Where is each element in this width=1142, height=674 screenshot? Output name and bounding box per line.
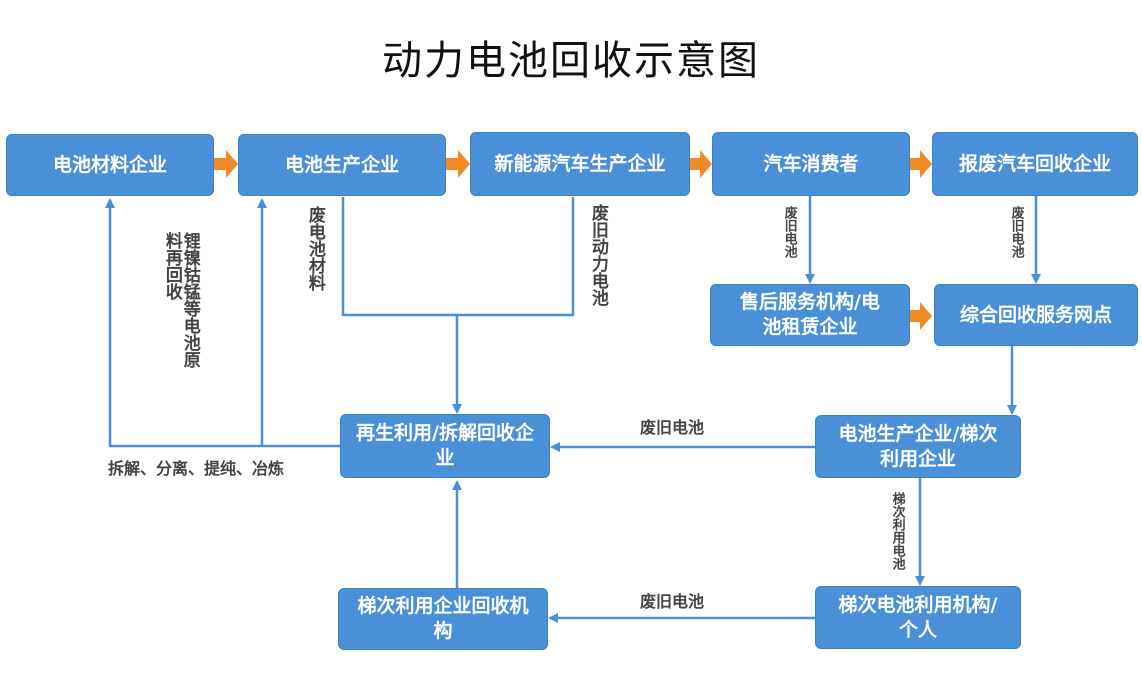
orange-arrow-5 xyxy=(910,302,932,330)
orange-arrow-1 xyxy=(214,150,238,178)
line-waste-material xyxy=(341,197,457,317)
orange-arrow-3 xyxy=(690,150,712,178)
orange-arrow-2 xyxy=(446,150,470,178)
label-cascade-battery: 梯次利用电池 xyxy=(889,492,905,570)
label-raw-material-recycling: 锂镍钴锰等电池原料再回收 xyxy=(161,232,200,368)
node-battery-material: 电池材料企业 xyxy=(6,134,214,196)
line-waste-power-battery xyxy=(457,197,575,317)
node-cascade-recycling: 梯次利用企业回收机构 xyxy=(338,588,548,650)
label-waste-material: 废电池材料 xyxy=(304,206,325,291)
label-waste-battery-cascade: 废旧电池 xyxy=(640,592,705,611)
label-waste-battery-to-regen: 废旧电池 xyxy=(640,418,705,437)
line-regen-back xyxy=(105,198,340,448)
orange-arrows xyxy=(214,150,932,330)
node-scrap-car-recycling: 报废汽车回收企业 xyxy=(932,132,1138,196)
node-battery-cascade-company: 电池生产企业/梯次利用企业 xyxy=(815,415,1021,478)
orange-arrow-4 xyxy=(910,150,932,178)
label-waste-power-battery: 废旧动力电池 xyxy=(587,204,608,306)
node-nev-production: 新能源汽车生产企业 xyxy=(470,132,690,196)
connector-lines xyxy=(105,196,1041,623)
page-title: 动力电池回收示意图 xyxy=(382,38,760,84)
node-recycling-network: 综合回收服务网点 xyxy=(934,284,1138,346)
node-after-sales: 售后服务机构/电池租赁企业 xyxy=(710,284,910,346)
label-waste-battery-consumer: 废旧电池 xyxy=(781,206,797,258)
label-dismantle-process: 拆解、分离、提纯、冶炼 xyxy=(108,459,285,478)
node-car-consumer: 汽车消费者 xyxy=(712,132,910,196)
node-battery-production: 电池生产企业 xyxy=(238,134,446,196)
node-regeneration: 再生利用/拆解回收企业 xyxy=(340,414,550,478)
node-cascade-user: 梯次电池利用机构/个人 xyxy=(815,586,1021,649)
label-waste-battery-scrap: 废旧电池 xyxy=(1008,206,1024,258)
